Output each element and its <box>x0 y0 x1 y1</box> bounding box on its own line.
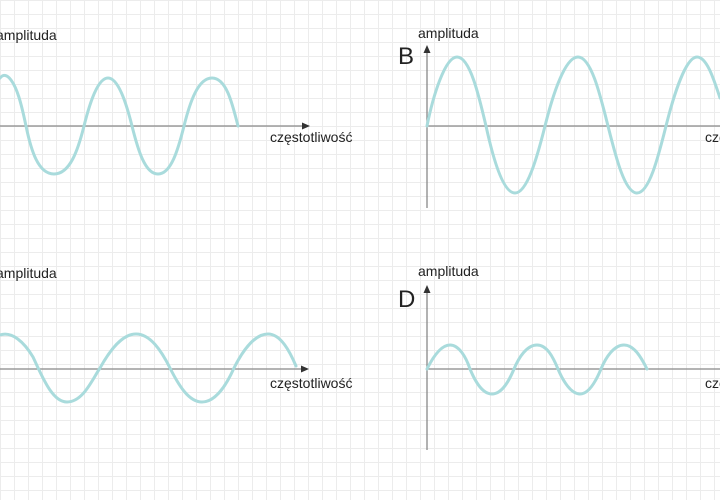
panel-c-x-arrow-icon <box>301 365 309 373</box>
panel-b-y-label: amplituda <box>418 25 479 41</box>
panel-c-y-label: amplituda <box>0 265 57 281</box>
panel-c-wave <box>0 332 298 404</box>
panel-d-y-arrow-icon <box>423 285 431 293</box>
panel-d: D amplituda częstotliwość <box>398 263 720 450</box>
panel-c: amplituda częstotliwość <box>0 265 352 404</box>
panel-d-x-label: częstotliwość <box>705 375 720 391</box>
panel-b: B amplituda częstotliwość <box>398 25 720 208</box>
panel-b-y-arrow-icon <box>423 45 431 53</box>
panel-a-wave <box>0 73 240 176</box>
panel-d-y-label: amplituda <box>418 263 479 279</box>
panel-b-x-label: częstotliwość <box>705 129 720 145</box>
panel-d-wave <box>425 343 649 396</box>
panel-b-wave <box>425 55 720 195</box>
panel-a-x-label: częstotliwość <box>270 129 352 145</box>
panel-d-letter: D <box>398 286 415 313</box>
panel-a-y-label: amplituda <box>0 27 57 43</box>
panel-b-letter: B <box>398 43 414 70</box>
panel-a-x-arrow-icon <box>302 122 310 130</box>
panel-a: amplituda częstotliwość <box>0 27 352 176</box>
panel-c-x-label: częstotliwość <box>270 375 352 391</box>
